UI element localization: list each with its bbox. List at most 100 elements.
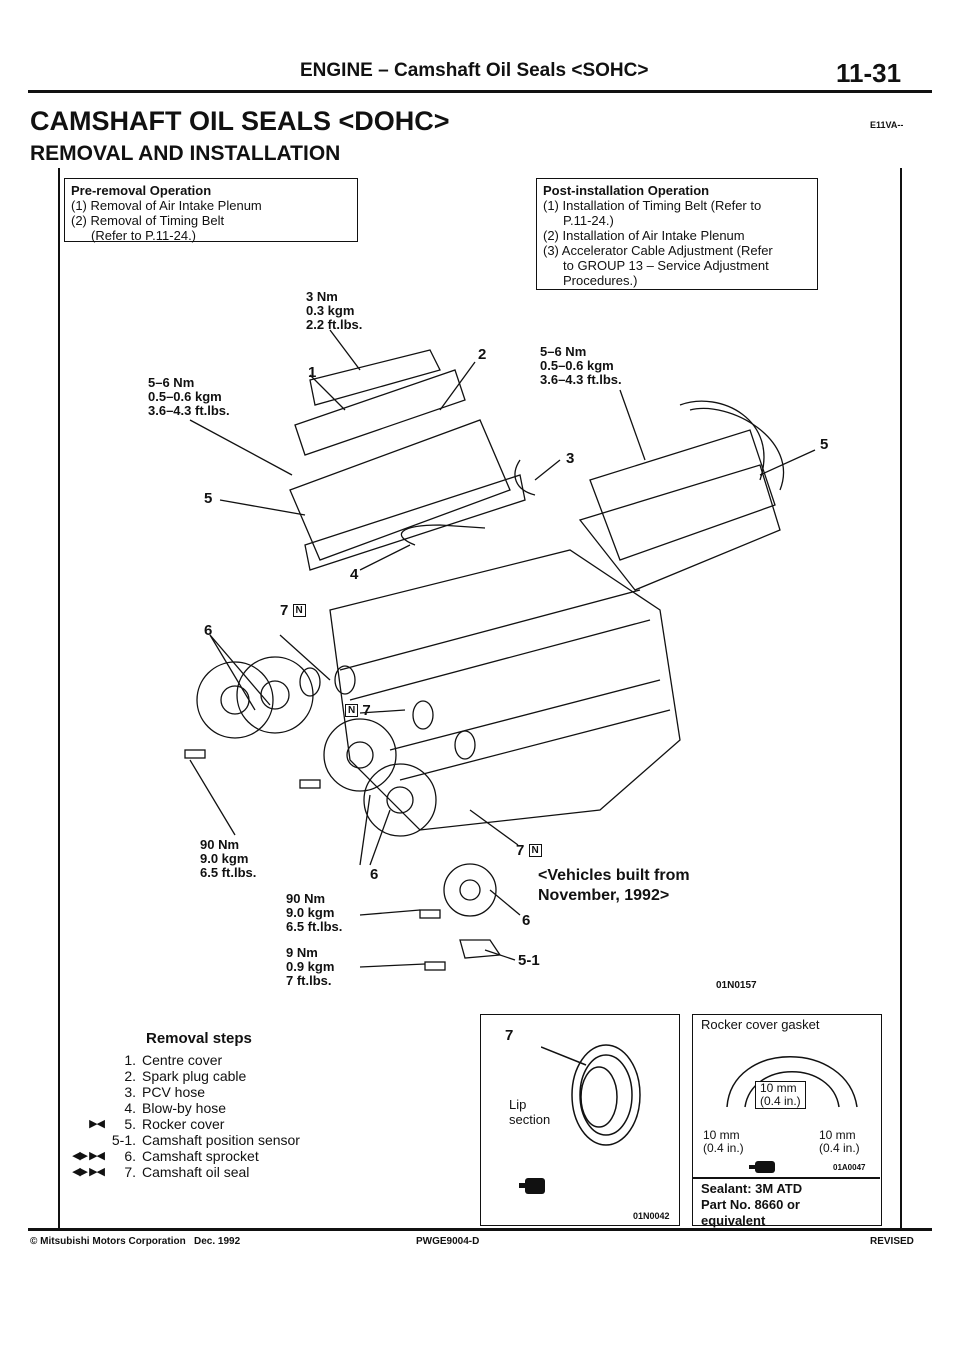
bolt-shape xyxy=(424,961,446,971)
post-installation-item: (3) Accelerator Cable Adjustment (Refer xyxy=(543,243,773,258)
list-item: 2.Spark plug cable xyxy=(124,1068,247,1084)
leader-line xyxy=(619,389,646,461)
callout-number: 5 xyxy=(820,436,829,453)
figure-code: 01N0042 xyxy=(633,1211,670,1221)
rocker-cover-left-shape xyxy=(289,419,511,561)
centre-cover-shape xyxy=(294,369,466,456)
callout-number: 4 xyxy=(350,566,359,583)
pre-removal-item: (1) Removal of Air Intake Plenum xyxy=(71,198,262,213)
post-installation-heading: Post-installation Operation xyxy=(543,183,710,198)
leader-line xyxy=(309,374,346,411)
bolt-shape xyxy=(184,749,206,759)
sprocket-shape xyxy=(386,786,414,814)
pre-removal-item: (2) Removal of Timing Belt xyxy=(71,213,225,228)
sprocket-shape xyxy=(346,741,374,769)
list-item: ◀▶ ▶◀6.Camshaft sprocket xyxy=(72,1148,259,1164)
removal-steps-heading: Removal steps xyxy=(146,1030,252,1047)
figure-code: 01N0157 xyxy=(716,980,757,991)
removal-steps-list: 1.Centre cover 2.Spark plug cable 3.PCV … xyxy=(60,1052,300,1180)
sprocket-shape xyxy=(220,685,250,715)
oil-seal-shape xyxy=(412,700,434,730)
callout-number: 1 xyxy=(308,364,317,381)
leader-line xyxy=(209,634,271,706)
leader-line xyxy=(534,459,561,481)
bolt-shape xyxy=(299,779,321,789)
figure-code: 01A0047 xyxy=(833,1163,866,1172)
blow-by-hose-shape xyxy=(400,524,486,546)
callout-number: 7 N xyxy=(516,842,542,859)
title-code: E11VA-- xyxy=(870,120,904,130)
leader-line xyxy=(189,419,293,476)
sprocket-shape xyxy=(363,763,437,837)
callout-number: 6 xyxy=(522,912,531,929)
footer-status: REVISED xyxy=(870,1236,914,1247)
oil-seal-illustration xyxy=(541,1044,641,1146)
sealant-tube-icon xyxy=(519,1178,545,1194)
oil-seal-detail-box: 7 Lip section 01N0042 xyxy=(480,1014,680,1226)
callout-number: 5 xyxy=(204,490,213,507)
camshaft-shape xyxy=(389,679,661,751)
engine-exploded-diagram xyxy=(184,329,816,971)
leader-line xyxy=(489,889,521,916)
oil-seal-shape xyxy=(299,667,321,697)
rocker-cover-right-shape xyxy=(589,429,776,561)
page-title: CAMSHAFT OIL SEALS <DOHC> xyxy=(30,106,450,136)
leader-line xyxy=(189,759,236,836)
page-subtitle: REMOVAL AND INSTALLATION xyxy=(30,142,341,165)
lip-section-label: Lip section xyxy=(509,1097,551,1127)
list-item: 3.PCV hose xyxy=(124,1084,206,1100)
pcv-hose-shape xyxy=(514,459,536,496)
post-installation-item: (2) Installation of Air Intake Plenum xyxy=(543,228,745,243)
footer-doc-code: PWGE9004-D xyxy=(416,1236,480,1247)
leader-line xyxy=(279,634,331,681)
leader-line xyxy=(359,544,411,571)
list-item: ▶◀5.Rocker cover xyxy=(89,1116,225,1132)
oil-seal-shape xyxy=(334,665,356,695)
dimension-label: 10 mm(0.4 in.) xyxy=(819,1128,860,1155)
engine-block-shape xyxy=(329,549,681,831)
camshaft-position-sensor-shape xyxy=(459,939,502,959)
page-number: 11-31 xyxy=(836,58,902,88)
sprocket-shape xyxy=(260,680,290,710)
post-installation-item: (1) Installation of Timing Belt (Refer t… xyxy=(543,198,762,213)
sealant-tube-icon xyxy=(749,1161,775,1173)
leader-line xyxy=(329,329,361,371)
rocker-cover-right-shape xyxy=(578,464,781,591)
spark-plug-cable-shape xyxy=(679,400,765,481)
section-header: ENGINE – Camshaft Oil Seals <SOHC> xyxy=(300,60,649,81)
frame-right xyxy=(900,168,902,1228)
leader-line xyxy=(359,963,426,968)
post-installation-box: Post-installation Operation (1) Installa… xyxy=(536,178,818,290)
header-rule xyxy=(28,90,932,93)
leader-line xyxy=(439,361,476,411)
post-installation-item: Procedures.) xyxy=(563,273,638,288)
callout-number: N 7 xyxy=(345,702,371,719)
camshaft-shape xyxy=(339,589,641,671)
leader-line xyxy=(359,794,371,866)
callout-number: 5-1 xyxy=(518,952,540,969)
new-part-badge: N xyxy=(292,604,306,617)
sprocket-shape xyxy=(196,661,274,739)
footer-rule xyxy=(28,1228,932,1231)
callout-number: 6 xyxy=(370,866,379,883)
post-installation-item: to GROUP 13 – Service Adjustment xyxy=(563,258,769,273)
callout-number: 3 xyxy=(566,450,575,467)
leader-line xyxy=(759,449,816,476)
pre-removal-item: (Refer to P.11-24.) xyxy=(91,228,197,243)
gasket-illustration xyxy=(726,1056,858,1108)
pre-removal-box: Pre-removal Operation (1) Removal of Air… xyxy=(64,178,358,243)
callout-number: 7 N xyxy=(280,602,306,619)
dimension-label: 10 mm(0.4 in.) xyxy=(703,1128,744,1155)
leader-line xyxy=(469,809,519,846)
frame-left xyxy=(58,168,60,1228)
list-item: 1.Centre cover xyxy=(124,1052,223,1068)
post-installation-item: P.11-24.) xyxy=(563,213,614,228)
leader-line xyxy=(359,709,406,714)
vehicles-note: <Vehicles built from November, 1992> xyxy=(538,867,690,904)
callout-number: 2 xyxy=(478,346,487,363)
list-item: ◀▶ ▶◀7.Camshaft oil seal xyxy=(72,1164,250,1180)
